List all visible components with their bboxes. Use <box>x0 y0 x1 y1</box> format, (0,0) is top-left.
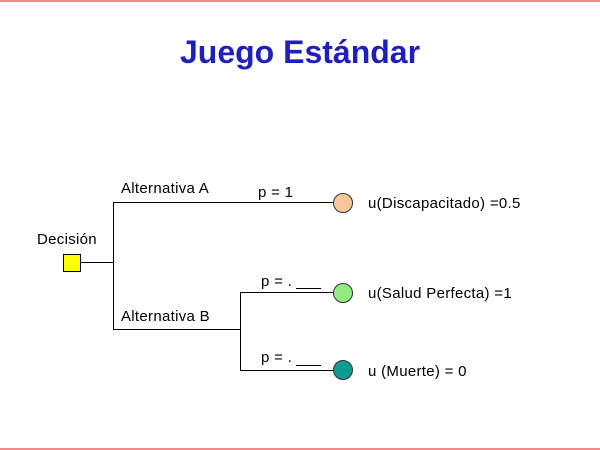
branch-b1-line <box>240 292 334 293</box>
outcome-node-healthy <box>333 283 353 303</box>
branch-b2-line <box>240 370 334 371</box>
alternative-a-label: Alternativa A <box>121 180 210 197</box>
branch-b2-probability: p = . <box>261 349 293 366</box>
branch-b1-outcome: u(Salud Perfecta) =1 <box>368 285 512 302</box>
page-title: Juego Estándar <box>179 34 421 70</box>
alternative-a-outcome: u(Discapacitado) =0.5 <box>368 195 521 212</box>
alternative-b-branch <box>113 329 241 330</box>
alternative-a-probability: p = 1 <box>258 184 294 201</box>
slide-top-border <box>0 0 600 2</box>
outcome-node-death <box>333 360 353 380</box>
decision-trunk <box>113 202 114 330</box>
alternative-b-label: Alternativa B <box>121 308 210 325</box>
branch-b1-blank <box>296 288 321 289</box>
alternative-a-branch <box>113 202 334 203</box>
branch-b2-blank <box>296 365 321 366</box>
branch-b2-outcome: u (Muerte) = 0 <box>368 363 467 380</box>
decision-node <box>63 254 81 272</box>
outcome-node-disabled <box>333 193 353 213</box>
slide-bottom-border <box>0 448 600 450</box>
branch-b1-probability: p = . <box>261 273 293 290</box>
chance-node-trunk <box>240 292 241 370</box>
decision-connector <box>81 262 114 263</box>
decision-label: Decisión <box>37 231 97 248</box>
